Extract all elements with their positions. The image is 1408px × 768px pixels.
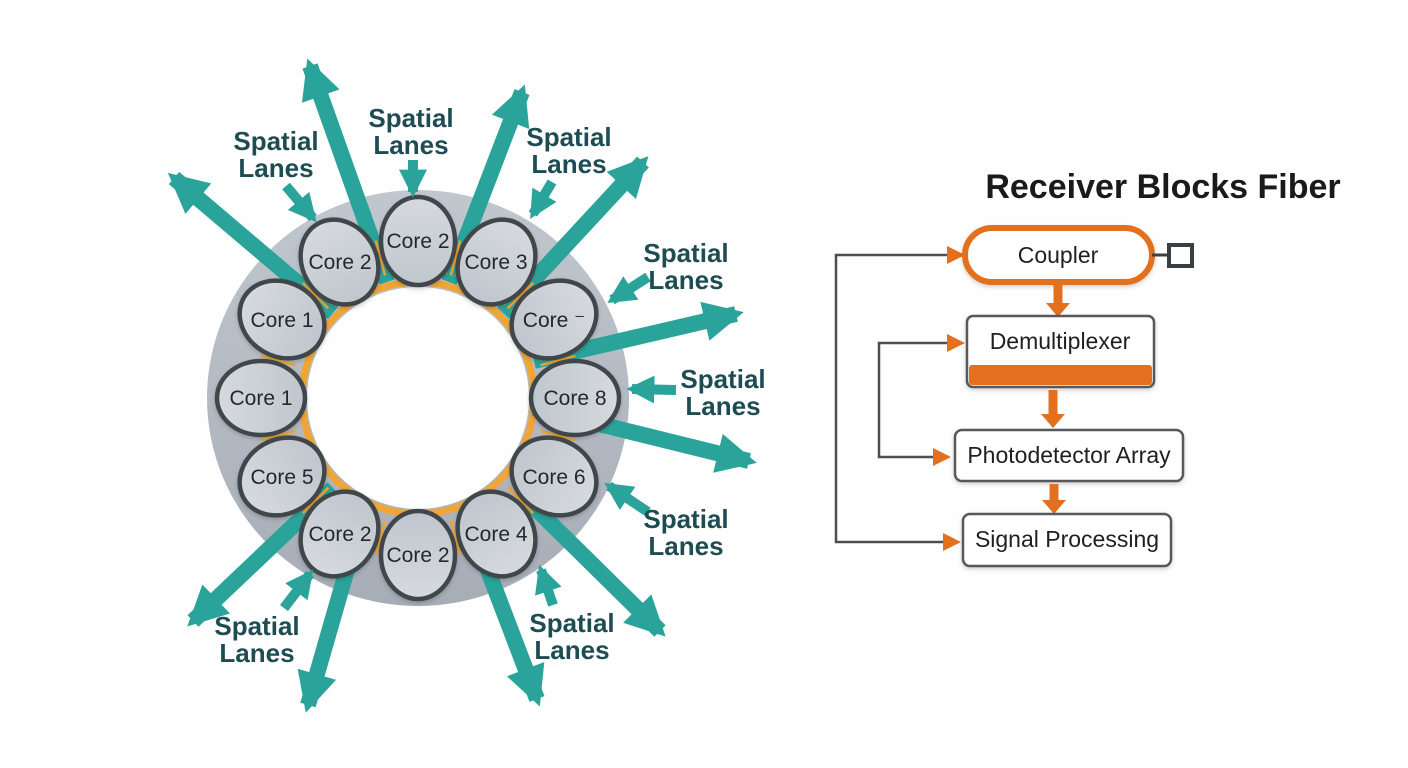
- lane-label-line1: Spatial: [529, 608, 614, 638]
- core-label: Core 8: [543, 387, 606, 410]
- core-label: Core ⁻: [523, 309, 585, 332]
- core: [378, 508, 458, 602]
- signal-processing-label: Signal Processing: [975, 526, 1159, 552]
- lane-label-line1: Spatial: [526, 122, 611, 152]
- lane-label-line1: Spatial: [368, 103, 453, 133]
- core: [455, 489, 538, 579]
- lane-arrow-down-sw: [297, 549, 360, 713]
- lane-pointer-bottom-left: [280, 569, 314, 612]
- core-labels: Core 2 Core 3 Core ⁻ Core 8 Core 6 Core …: [229, 230, 606, 567]
- lane-label-line2: Lanes: [238, 153, 313, 183]
- lane-pointer-top-right: [528, 179, 557, 219]
- fiber-cores: [214, 194, 622, 602]
- lane-label-line2: Lanes: [373, 130, 448, 160]
- core-label: Core 2: [308, 251, 371, 274]
- core-label: Core 4: [464, 523, 527, 546]
- lane-pointer-right-lower: [604, 481, 651, 517]
- lane-pointer-right-upper: [607, 272, 651, 305]
- core: [214, 358, 308, 438]
- lane-label-line2: Lanes: [534, 635, 609, 665]
- core-label: Core 2: [386, 544, 449, 567]
- core: [509, 435, 599, 518]
- spatial-lane-labels: Spatial Lanes Spatial Lanes Spatial Lane…: [214, 103, 765, 668]
- lane-label-line1: Spatial: [680, 364, 765, 394]
- lane-arrow-down-se: [476, 557, 545, 707]
- lane-label-bottom-left: Spatial Lanes: [214, 611, 299, 668]
- demultiplexer-orange-bar: [969, 365, 1152, 385]
- lane-label-top-left: Spatial Lanes: [233, 126, 318, 183]
- core-label: Core 2: [308, 523, 371, 546]
- inner-feedback-line: [877, 341, 948, 459]
- core-label: Core 6: [522, 466, 585, 489]
- flowchart-title: Receiver Blocks Fiber: [985, 168, 1340, 206]
- arrowhead-into-signal-processing: [943, 533, 961, 551]
- lane-label-line1: Spatial: [643, 504, 728, 534]
- flow-arrowhead-photodetector-signal: [1042, 500, 1066, 514]
- lane-label-right-middle: Spatial Lanes: [680, 364, 765, 421]
- lane-label-line2: Lanes: [648, 265, 723, 295]
- lane-label-top-center: Spatial Lanes: [368, 103, 453, 160]
- lane-label-line1: Spatial: [643, 238, 728, 268]
- arrowhead-into-coupler: [947, 246, 965, 264]
- outer-feedback-line: [834, 253, 948, 544]
- core: [298, 489, 381, 579]
- photodetector-array-block: [953, 428, 1185, 483]
- core: [509, 278, 599, 361]
- lane-label-line2: Lanes: [648, 531, 723, 561]
- core: [237, 278, 327, 361]
- lane-pointer-top-left: [282, 182, 317, 223]
- lane-label-line2: Lanes: [531, 149, 606, 179]
- lane-label-top-right: Spatial Lanes: [526, 122, 611, 179]
- receiver-flowchart: Receiver Blocks Fiber Coupler Demultiple…: [834, 168, 1341, 568]
- lane-label-line2: Lanes: [685, 391, 760, 421]
- core: [298, 217, 381, 307]
- core-label: Core 5: [250, 466, 313, 489]
- lane-label-pointers: [280, 160, 677, 612]
- core-label: Core 1: [229, 387, 292, 410]
- core-label: Core 1: [250, 309, 313, 332]
- lane-label-right-lower: Spatial Lanes: [643, 504, 728, 561]
- lane-label-line2: Lanes: [219, 638, 294, 668]
- lane-label-bottom-right: Spatial Lanes: [529, 608, 614, 665]
- lane-pointer-right-middle: [626, 375, 677, 404]
- photodetector-array-label: Photodetector Array: [967, 442, 1171, 468]
- lane-pointer-bottom-right: [535, 564, 562, 607]
- lane-label-line1: Spatial: [233, 126, 318, 156]
- flow-arrowhead-demux-photodetector: [1041, 414, 1065, 428]
- fiber-hole-center: [307, 287, 529, 509]
- demultiplexer-label: Demultiplexer: [990, 328, 1131, 354]
- signal-processing-block: [961, 512, 1173, 568]
- arrowhead-into-photodetector: [933, 448, 951, 466]
- core: [528, 358, 622, 438]
- flow-arrowhead-coupler-demux: [1046, 303, 1070, 317]
- lane-label-line1: Spatial: [214, 611, 299, 641]
- arrowhead-into-demultiplexer: [947, 334, 965, 352]
- core-label: Core 3: [464, 251, 527, 274]
- core: [455, 217, 538, 307]
- core-label: Core 2: [386, 230, 449, 253]
- coupler-label: Coupler: [1018, 242, 1099, 268]
- lane-arrow-down-right: [522, 495, 666, 637]
- fiber-port-square: [1167, 243, 1194, 268]
- lane-label-right-upper: Spatial Lanes: [643, 238, 728, 295]
- core: [237, 435, 327, 518]
